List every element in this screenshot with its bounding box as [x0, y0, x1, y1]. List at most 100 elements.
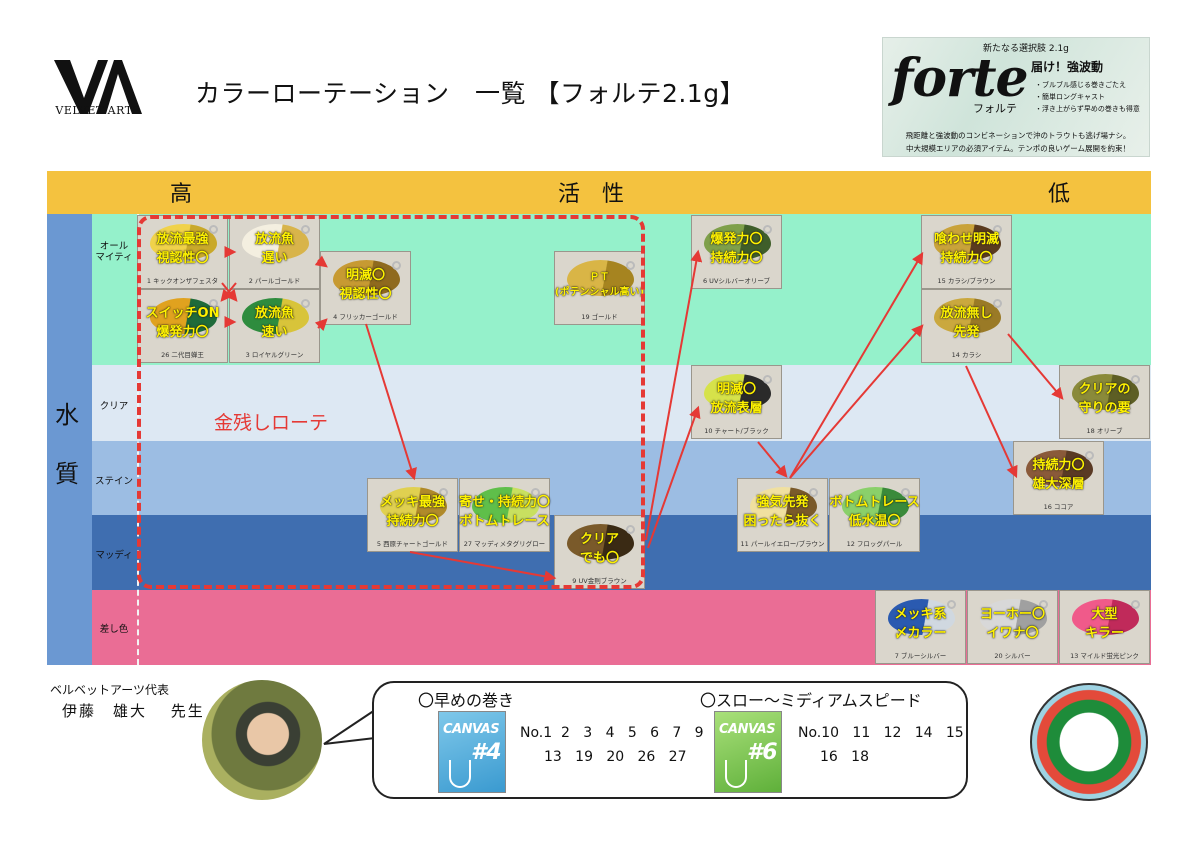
split-ring-icon [209, 225, 218, 234]
lure-caption: 1 キックオンザフェスタ [146, 277, 219, 285]
pack-brand: CANVAS [443, 722, 500, 737]
lure-caption: 9 UV金則ブラウン [572, 577, 627, 585]
lure-caption: 27 マッディメタグリグロー [463, 540, 546, 548]
lure-spoon-image [150, 298, 217, 334]
water-label-1: 水 [55, 401, 79, 429]
promo-feature: ・浮き上がらず早めの巻きも得意 [1035, 105, 1140, 113]
lure-role-label: メッキ系〆カラー [894, 607, 947, 641]
split-ring-icon [209, 299, 218, 308]
water-label-2: 質 [55, 460, 79, 488]
lure-caption: 6 UVシルバーオリーブ [702, 277, 771, 285]
lure-spoon-image [150, 224, 217, 260]
activity-band [47, 171, 1151, 214]
lure-caption: 11 パールイエロー/ブラウン [740, 540, 825, 548]
lure-card-13: 13 マイルド蛍光ピンク大型キラー [1059, 590, 1150, 664]
velvet-arts-logo [54, 60, 142, 114]
row-label-accent: 差し色 [99, 624, 129, 635]
row-label-clear: クリア [99, 401, 129, 412]
lure-spoon-image [934, 298, 1001, 334]
brand-name: VELVET ARTS [55, 104, 141, 117]
lure-caption: 10 チャート/ブラック [704, 427, 769, 435]
split-ring-icon [1131, 375, 1140, 384]
split-ring-icon [439, 488, 448, 497]
fast-retrieve-heading: 〇早めの巻き [418, 691, 515, 710]
split-ring-icon [993, 225, 1002, 234]
split-ring-icon [1131, 600, 1140, 609]
promo-description: 中大規模エリアの必須アイテム。テンポの良いゲーム展開を約束！ [905, 144, 1131, 153]
hook-icon [725, 760, 747, 788]
lure-spoon-image [1026, 450, 1093, 486]
speech-bubble-tail [323, 709, 376, 745]
activity-label: 活 性 [558, 182, 625, 207]
split-ring-icon [626, 261, 635, 270]
gold-rotation-box [137, 215, 645, 589]
canvas-hook-pack-4: CANVAS #4 [438, 711, 506, 793]
lure-spoon-image [934, 224, 1001, 260]
lure-card-10: 10 チャート/ブラック 明滅〇放流表層 [691, 365, 782, 439]
lure-spoon-image [242, 298, 309, 334]
lure-card-14: 14 カラシ放流無し先発 [921, 289, 1012, 363]
lure-spoon-image [1072, 374, 1139, 410]
pack-hook-size: #6 [747, 740, 778, 765]
lure-card-3: 3 ロイヤルグリーン放流魚速い [229, 289, 320, 363]
forte-promo-banner: 新たなる選択肢 2.1g forte フォルテ 届け！強波動 ・ブルブル感じる巻… [882, 37, 1150, 157]
lure-role-label: 寄せ・持続力〇ボトムトレース [458, 495, 550, 529]
lure-spoon-image [888, 599, 955, 635]
lure-role-label: ボトムトレース低水温〇 [829, 495, 920, 529]
lure-card-15: 15 カラシ/ブラウン喰わせ明滅持続力〇 [921, 215, 1012, 289]
lure-spoon-image [842, 487, 909, 523]
speech-bubble: 〇早めの巻き CANVAS #4 No.1 2 3 4 5 6 7 9 13 1… [372, 681, 968, 799]
lure-spoon-image [380, 487, 447, 523]
row-label-all-mighty: オール マイティ [95, 241, 133, 263]
lure-caption: 5 西原チャートゴールド [376, 540, 449, 548]
lure-card-20: 20 シルバーヨーホー〇イワナ〇 [967, 590, 1058, 664]
lure-role-label: 持続力〇雄大深層 [1032, 458, 1085, 492]
lure-role-label: 喰わせ明滅持続力〇 [933, 232, 999, 266]
split-ring-icon [947, 600, 956, 609]
lure-spoon-image [567, 260, 634, 296]
slow-retrieve-heading: 〇スロー～ミディアムスピード [700, 691, 922, 710]
lure-card-18: 18 オリーブ クリアの守りの要 [1059, 365, 1150, 439]
lure-caption: 4 フリッカーゴールド [333, 313, 398, 321]
promo-feature: ・簡単ロングキャスト [1035, 93, 1105, 101]
lure-card-16: 16 ココア持続力〇雄大深層 [1013, 441, 1104, 515]
lure-spoon-image [750, 487, 817, 523]
lure-spoon-image [704, 374, 771, 410]
lure-role-label: クリアの守りの要 [1078, 382, 1131, 416]
lure-spoon-image [242, 224, 309, 260]
split-ring-icon [301, 299, 310, 308]
canvas-hook-pack-6: CANVAS #6 [714, 711, 782, 793]
split-ring-icon [626, 525, 635, 534]
lure-role-label: 放流魚遅い [254, 232, 294, 266]
split-ring-icon [301, 225, 310, 234]
lure-caption: 18 オリーブ [1086, 427, 1123, 435]
row-label-muddy: マッディ [95, 550, 133, 561]
water-quality-side [47, 214, 92, 665]
lure-caption: 3 ロイヤルグリーン [245, 351, 304, 359]
promo-headline: 届け！強波動 [1031, 60, 1104, 74]
split-ring-icon [993, 299, 1002, 308]
lure-caption: 2 パールゴールド [248, 277, 301, 285]
pack-hook-size: #4 [471, 740, 502, 765]
activity-high-label: 高 [170, 182, 193, 207]
page-title: カラーローテーション 一覧 【フォルテ2.1g】 [195, 79, 746, 108]
slow-lure-numbers: No.10 11 12 14 15 [798, 725, 964, 741]
gold-rotation-label: 金残しローテ [214, 412, 329, 434]
promo-brand-jp: フォルテ [973, 102, 1017, 115]
promo-description: 飛距離と強波動のコンビネーションで沖のトラウトも逃げ場ナシ。 [905, 131, 1131, 140]
lure-caption: 20 シルバー [994, 652, 1031, 660]
lure-card-2: 2 パールゴールド 放流魚遅い [229, 215, 320, 289]
lure-spoon-image [472, 487, 539, 523]
lure-spoon-image [704, 224, 771, 260]
split-ring-icon [1085, 451, 1094, 460]
lure-role-label: 明滅〇放流表層 [710, 382, 763, 416]
split-ring-icon [901, 488, 910, 497]
lure-card-9: 9 UV金則ブラウンクリアでも〇 [554, 515, 645, 589]
lure-role-label: 大型キラー [1084, 607, 1124, 641]
lure-card-6: 6 UVシルバーオリーブ爆発力〇持続力〇 [691, 215, 782, 289]
lure-spoon-image [333, 260, 400, 296]
lure-caption: 14 カラシ [951, 351, 982, 359]
promo-feature: ・ブルブル感じる巻きごたえ [1035, 81, 1126, 89]
lure-caption: 19 ゴールド [581, 313, 618, 321]
